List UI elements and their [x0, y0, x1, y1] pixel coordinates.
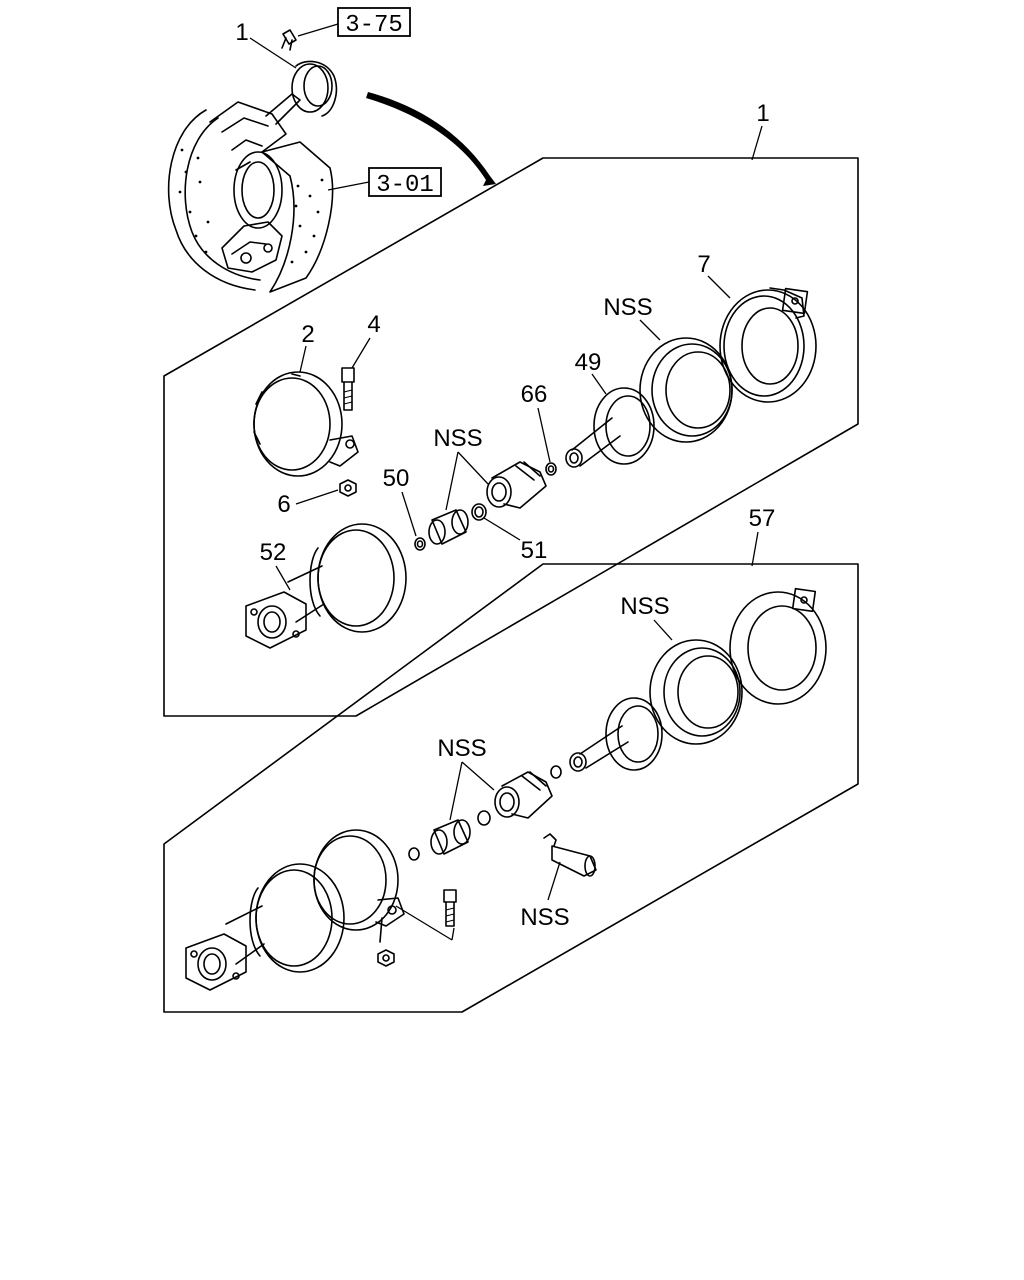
panel-2-clamp-band — [313, 829, 455, 943]
callout-6: 6 — [277, 491, 290, 518]
nss-seal-ring-panel-1 — [639, 337, 733, 443]
callout-nss-seal-1: NSS — [603, 294, 652, 321]
part-66-washer — [545, 462, 557, 476]
part-7-chamber-housing — [719, 287, 817, 403]
callout-1-panel: 1 — [756, 100, 769, 127]
callout-nss-seal-2: NSS — [620, 593, 669, 620]
part-4-bolt — [341, 367, 355, 411]
panel-1-outline — [163, 157, 859, 717]
panel-2-nut — [377, 949, 395, 967]
brake-shoe-assembly-illustration — [167, 29, 338, 293]
svg-text:3-75: 3-75 — [345, 12, 403, 39]
part-50-washer — [414, 537, 426, 551]
reference-box-3-01[interactable]: 3-01 — [368, 167, 442, 199]
nss-boot-panel-1 — [486, 461, 547, 509]
panel-2-base-housing — [185, 863, 345, 991]
nss-seal-ring-panel-2 — [649, 639, 743, 745]
nss-bushing-panel-1 — [428, 509, 469, 545]
panel-2-bolt — [443, 889, 457, 927]
callout-50: 50 — [383, 465, 410, 492]
part-2-clamp-band — [253, 371, 359, 477]
callout-nss-pin: NSS — [520, 904, 569, 931]
callout-nss-boot-1: NSS — [433, 425, 482, 452]
part-51-o-ring — [471, 503, 487, 521]
explode-arrow — [366, 92, 496, 186]
nss-bushing-panel-2 — [430, 819, 471, 855]
callout-52: 52 — [260, 539, 287, 566]
part-52-base-housing — [245, 523, 407, 649]
panel-2-outline — [163, 563, 859, 1013]
panel-2-washer — [408, 847, 420, 861]
callout-66: 66 — [521, 381, 548, 408]
callout-57: 57 — [749, 505, 776, 532]
callout-49: 49 — [575, 349, 602, 376]
callout-1-top: 1 — [235, 19, 248, 46]
nss-pin-panel-2 — [543, 833, 597, 877]
nss-boot-panel-2 — [494, 771, 553, 819]
callout-7: 7 — [697, 251, 710, 278]
callout-4: 4 — [367, 311, 380, 338]
callout-nss-boot-2: NSS — [437, 735, 486, 762]
panel-2-o-ring — [477, 810, 491, 826]
panel-2-pushrod-plate — [550, 697, 663, 779]
part-6-nut — [339, 479, 357, 497]
callout-2: 2 — [301, 321, 314, 348]
part-49-pushrod-plate — [565, 387, 655, 468]
panel-2-chamber-housing — [729, 587, 827, 705]
callout-51: 51 — [521, 537, 548, 564]
svg-text:3-01: 3-01 — [376, 172, 434, 199]
reference-box-3-75[interactable]: 3-75 — [337, 7, 411, 39]
